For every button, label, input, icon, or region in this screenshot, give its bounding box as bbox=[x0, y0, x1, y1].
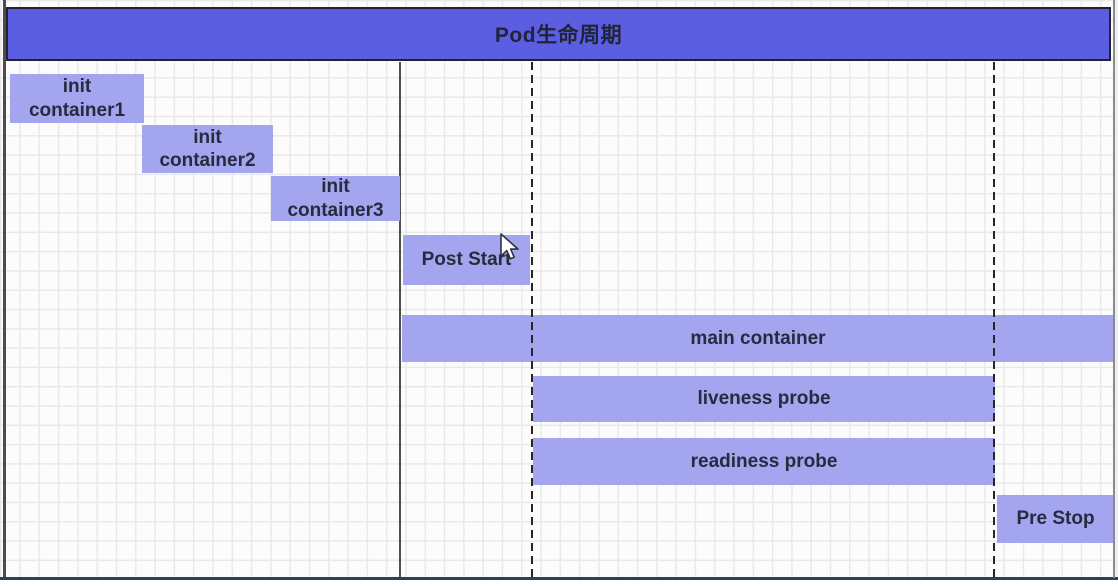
canvas-left-border bbox=[3, 0, 6, 579]
bar-label-main-container: main container bbox=[690, 327, 826, 349]
bar-label-liveness-probe: liveness probe bbox=[697, 388, 831, 410]
bar-readiness-probe: readiness probe bbox=[533, 438, 995, 485]
phase-line-dashed-right bbox=[993, 62, 995, 578]
bar-init-container1: init container1 bbox=[10, 74, 144, 123]
bar-post-start: Post Start bbox=[403, 235, 530, 285]
bar-label-readiness-probe: readiness probe bbox=[690, 450, 838, 472]
bottom-margin-strip bbox=[0, 580, 1118, 588]
bar-label-post-start: Post Start bbox=[421, 249, 512, 271]
diagram-title-bar: Pod生命周期 bbox=[6, 7, 1111, 61]
bar-label-init-container2: init container2 bbox=[159, 126, 256, 171]
bar-label-init-container3: init container3 bbox=[287, 176, 384, 221]
bar-init-container3: init container3 bbox=[271, 176, 400, 221]
bar-pre-stop: Pre Stop bbox=[997, 495, 1114, 543]
bar-liveness-probe: liveness probe bbox=[533, 376, 995, 422]
bar-init-container2: init container2 bbox=[142, 125, 273, 173]
diagram-title: Pod生命周期 bbox=[494, 24, 623, 47]
right-margin-strip bbox=[1115, 0, 1118, 578]
mouse-cursor-icon bbox=[500, 233, 519, 260]
canvas-bottom-border bbox=[0, 577, 1118, 580]
bar-label-init-container1: init container1 bbox=[28, 76, 126, 121]
bar-label-pre-stop: Pre Stop bbox=[1016, 508, 1095, 530]
phase-line-dashed-left bbox=[531, 62, 533, 578]
bar-main-container: main container bbox=[402, 315, 1114, 362]
phase-line-solid bbox=[399, 62, 401, 578]
canvas-right-border bbox=[1113, 0, 1115, 578]
